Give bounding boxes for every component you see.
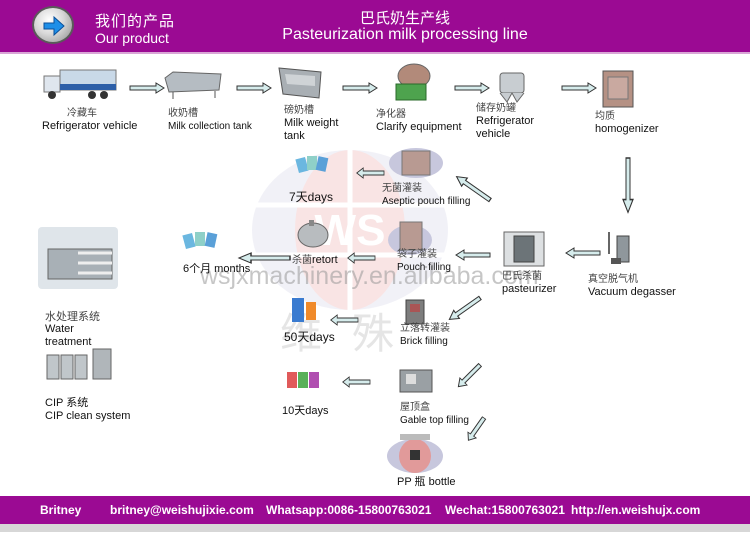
arrow-pasteurizer-to-pouch xyxy=(455,249,491,261)
contact-wechat: Wechat:15800763021 xyxy=(445,503,565,517)
watermark-globe-logo: WS xyxy=(252,150,448,310)
arrow-collection-to-weight xyxy=(236,82,272,94)
header-banner: 我们的产品 Our product 巴氏奶生产线 Pasteurization … xyxy=(0,0,750,54)
arrow-degasser-to-pasteurizer xyxy=(565,247,601,259)
water-treatment-image xyxy=(38,227,118,289)
arrow-gable-to-days xyxy=(342,376,371,388)
page-title: Pasteurization milk processing line xyxy=(282,26,528,43)
label-storage-tank: 储存奶罐 Refrigerator vehicle xyxy=(476,103,535,140)
retort-packages-image xyxy=(182,232,218,250)
label-water-treatment: 水处理系统 Water treatment xyxy=(45,310,100,348)
arrow-homogenizer-to-degasser xyxy=(622,157,634,214)
contact-email[interactable]: britney@weishujixie.com xyxy=(110,503,254,517)
label-homogenizer: 均质 homogenizer xyxy=(595,111,659,135)
milk-weight-tank-image xyxy=(278,67,322,99)
footer-band xyxy=(0,524,750,532)
label-gable-top-filling: 屋顶盒 Gable top filling xyxy=(400,402,469,426)
page-title-cn: 巴氏奶生产线 xyxy=(359,9,450,27)
arrow-storage-to-homogenizer xyxy=(561,82,597,94)
label-retort: 杀菌retort xyxy=(292,254,338,266)
header-en: Our product xyxy=(95,30,169,46)
arrow-clarifier-to-storage xyxy=(454,82,490,94)
header-divider xyxy=(0,52,750,54)
cip-system-image xyxy=(46,348,112,380)
label-vacuum-degasser: 真空脱气机 Vacuum degasser xyxy=(588,274,676,298)
milk-collection-tank-image xyxy=(164,71,222,99)
label-milk-weight-tank: 磅奶槽 Milk weight tank xyxy=(284,105,339,142)
pp-bottle-machine-image xyxy=(387,434,443,473)
retort-image xyxy=(297,220,329,248)
label-pasteurizer: 巴氏杀菌 pasteurizer xyxy=(502,271,557,295)
nav-button[interactable] xyxy=(32,6,74,44)
arrow-weight-to-clarifier xyxy=(342,82,378,94)
clarifier-image xyxy=(395,63,431,101)
storage-tank-image xyxy=(499,72,525,103)
arrow-pasteurizer-to-brick xyxy=(445,293,484,325)
label-milk-collection-tank: 收奶槽 Milk collection tank xyxy=(168,108,252,132)
shelf-life-retort: 6个月 months xyxy=(183,263,251,275)
contact-name: Britney xyxy=(40,503,82,517)
contact-whatsapp: Whatsapp:0086-15800763021 xyxy=(266,503,432,517)
gable-packages-image xyxy=(287,372,319,388)
label-pouch-filling: 袋子灌装 Pouch filling xyxy=(397,249,451,273)
brick-filling-machine-image xyxy=(405,299,425,325)
label-refrigerator-vehicle: 冷藏车 Refrigerator vehicle xyxy=(42,108,138,132)
arrow-right-icon xyxy=(43,15,65,37)
label-clarify-equipment: 净化器 Clarify equipment xyxy=(376,109,462,133)
vacuum-degasser-image xyxy=(608,232,630,264)
label-pp-bottle: PP 瓶 bottle xyxy=(397,476,456,488)
refrigerator-truck-image xyxy=(43,69,117,99)
shelf-life-brick: 50天days xyxy=(284,330,335,344)
arrow-pasteurizer-to-gable xyxy=(454,360,485,391)
shelf-life-aseptic: 7天days xyxy=(289,190,334,204)
pasteurizer-image xyxy=(503,231,545,267)
label-aseptic-pouch-filling: 无菌灌装 Aseptic pouch filling xyxy=(382,183,471,207)
aseptic-filling-machine-image xyxy=(389,148,443,178)
homogenizer-image xyxy=(602,70,634,108)
brick-packages-image xyxy=(292,298,316,322)
pouch-filling-machine-image xyxy=(388,221,432,255)
pouch-packages-image xyxy=(295,156,329,174)
arrow-truck-to-collection xyxy=(129,82,165,94)
gable-top-machine-image xyxy=(399,369,433,393)
footer-contact-bar: Britney britney@weishujixie.com Whatsapp… xyxy=(0,496,750,532)
label-brick-filling: 立落转灌装 Brick filling xyxy=(400,323,450,347)
header-cn: 我们的产品 xyxy=(95,12,176,30)
contact-website[interactable]: http://en.weishujx.com xyxy=(571,503,701,517)
watermark-text: wsjxmachinery.en.alibaba.com xyxy=(200,262,539,290)
label-cip-system: CIP 系统 CIP clean system xyxy=(45,397,131,422)
shelf-life-gable: 10天days xyxy=(282,405,329,417)
